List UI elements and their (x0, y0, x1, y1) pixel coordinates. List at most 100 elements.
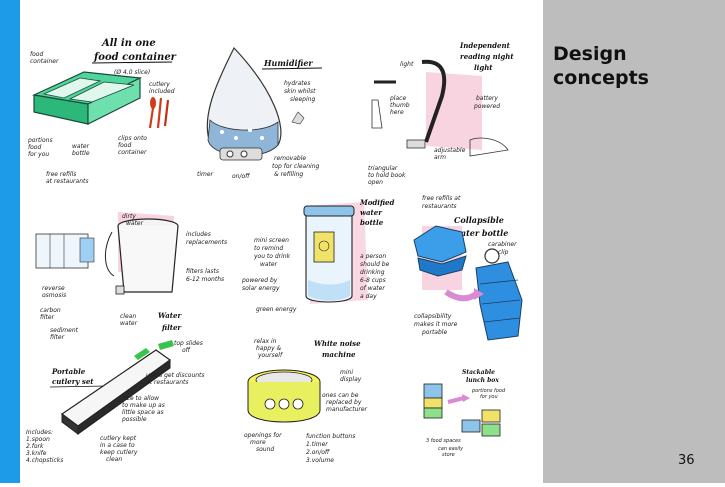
svg-text:cutlery: cutlery (149, 81, 170, 88)
svg-text:included: included (149, 88, 175, 95)
svg-text:open: open (368, 179, 383, 186)
svg-text:cutlery kept: cutlery kept (100, 435, 137, 442)
svg-text:size to allow: size to allow (122, 395, 159, 402)
svg-text:mini: mini (340, 369, 353, 376)
svg-text:in a case to: in a case to (100, 442, 135, 449)
white-noise-title-1: White noise (314, 339, 361, 348)
slide-title-line-1: Design (553, 43, 627, 65)
svg-text:1.spoon: 1.spoon (26, 436, 50, 443)
svg-text:4.chopsticks: 4.chopsticks (26, 457, 63, 464)
svg-text:more: more (250, 439, 266, 446)
svg-text:clean: clean (106, 456, 122, 463)
svg-text:sleeping: sleeping (290, 96, 315, 103)
svg-text:display: display (340, 376, 362, 383)
cutlery-set-sketch: Portable cutlery set top slides off user… (26, 340, 205, 464)
svg-text:3.volume: 3.volume (306, 457, 334, 464)
svg-text:top for cleaning: top for cleaning (272, 163, 320, 170)
modified-bottle-title-2: water (360, 208, 383, 217)
svg-text:includes: includes (186, 231, 211, 238)
svg-text:yourself: yourself (257, 352, 283, 359)
svg-text:triangular: triangular (368, 165, 398, 172)
svg-text:replacements: replacements (186, 239, 227, 246)
svg-text:possible: possible (121, 416, 147, 423)
reading-light-title-2: reading night (460, 52, 514, 61)
svg-text:clips onto: clips onto (118, 135, 147, 142)
food-container-title-1: All in one (101, 38, 156, 49)
slide-title-line-2: concepts (553, 67, 649, 89)
collapsible-bottle-title-2: water bottle (454, 228, 508, 238)
svg-text:2.on/off: 2.on/off (306, 449, 330, 456)
svg-text:mini screen: mini screen (254, 237, 289, 244)
svg-text:to make up as: to make up as (122, 402, 165, 409)
svg-text:container: container (30, 58, 59, 65)
svg-text:relax in: relax in (254, 338, 277, 345)
svg-text:here: here (390, 109, 404, 116)
humidifier-sketch: Humidifier hydrates skin whilst sleeping… (197, 46, 323, 180)
svg-text:filters lasts: filters lasts (186, 268, 219, 275)
white-noise-sketch: White noise machine relax in happy & you… (244, 338, 368, 464)
svg-text:at restaurants: at restaurants (46, 178, 88, 185)
svg-text:water: water (120, 320, 138, 327)
svg-text:container: container (118, 149, 147, 156)
humidifier-title: Humidifier (263, 58, 313, 68)
svg-text:at restaurants: at restaurants (146, 379, 188, 386)
svg-text:dirty: dirty (122, 213, 136, 220)
lunch-box-title-2: lunch box (466, 377, 499, 384)
svg-text:portable: portable (421, 329, 447, 336)
left-accent-strip (0, 0, 20, 483)
svg-text:sediment: sediment (50, 327, 79, 334)
water-filter-title-1: Water (158, 311, 182, 320)
svg-text:for you: for you (28, 151, 49, 158)
svg-text:a person: a person (360, 253, 386, 260)
svg-text:powered by: powered by (241, 277, 278, 284)
svg-text:to remind: to remind (254, 245, 283, 252)
modified-bottle-title-3: bottle (360, 218, 384, 227)
svg-text:timer: timer (197, 171, 214, 178)
svg-text:can easily: can easily (438, 446, 464, 452)
svg-text:portions food: portions food (471, 388, 506, 394)
title-panel (543, 0, 725, 483)
svg-text:water: water (72, 143, 90, 150)
svg-text:openings for: openings for (244, 432, 282, 439)
svg-text:Includes:: Includes: (26, 429, 53, 436)
svg-text:green energy: green energy (256, 306, 297, 313)
sketch-sheet: All in one food container food container… (22, 0, 541, 483)
svg-text:little space as: little space as (122, 409, 164, 416)
svg-text:clean: clean (120, 313, 136, 320)
modified-bottle-title-1: Modified (359, 198, 395, 207)
svg-text:free refills: free refills (46, 171, 76, 178)
svg-text:removable: removable (274, 155, 306, 162)
modified-bottle-sketch: Modified water bottle mini screen to rem… (241, 198, 395, 313)
svg-text:(Ø 4.0 slice): (Ø 4.0 slice) (114, 69, 150, 76)
svg-text:makes it more: makes it more (414, 321, 458, 328)
svg-text:carbon: carbon (40, 307, 61, 314)
lunch-box-sketch: Stackable lunch box portions food for yo… (423, 369, 506, 458)
svg-text:1.timer: 1.timer (306, 441, 328, 448)
water-filter-title-2: filter (161, 323, 182, 332)
svg-text:a day: a day (360, 293, 377, 300)
food-container-title-2: food container (93, 52, 177, 63)
svg-text:function buttons: function buttons (306, 433, 355, 440)
svg-text:water: water (126, 220, 144, 227)
svg-text:replaced by: replaced by (326, 399, 362, 406)
svg-text:restaurants: restaurants (422, 203, 457, 210)
svg-text:powered: powered (473, 103, 500, 110)
svg-text:users get discounts: users get discounts (146, 372, 205, 379)
svg-text:for you: for you (480, 394, 498, 400)
svg-text:battery: battery (476, 95, 498, 102)
reading-light-sketch: Independent reading night light light pl… (368, 41, 514, 186)
white-noise-title-2: machine (322, 350, 356, 359)
collapsible-bottle-sketch: Collapsible water bottle free refills at… (413, 195, 523, 341)
svg-text:osmosis: osmosis (42, 292, 66, 299)
svg-text:light: light (400, 61, 414, 68)
svg-text:of water: of water (360, 285, 385, 292)
reading-light-title-3: light (474, 63, 493, 72)
svg-text:free refills at: free refills at (422, 195, 461, 202)
svg-text:keep cutlery: keep cutlery (100, 449, 138, 456)
svg-text:skin whilst: skin whilst (284, 88, 316, 95)
svg-text:carabiner: carabiner (488, 241, 517, 248)
svg-text:& refilling: & refilling (274, 171, 303, 178)
svg-text:food: food (30, 51, 43, 58)
svg-text:3.knife: 3.knife (26, 450, 47, 457)
svg-text:filter: filter (50, 334, 65, 341)
